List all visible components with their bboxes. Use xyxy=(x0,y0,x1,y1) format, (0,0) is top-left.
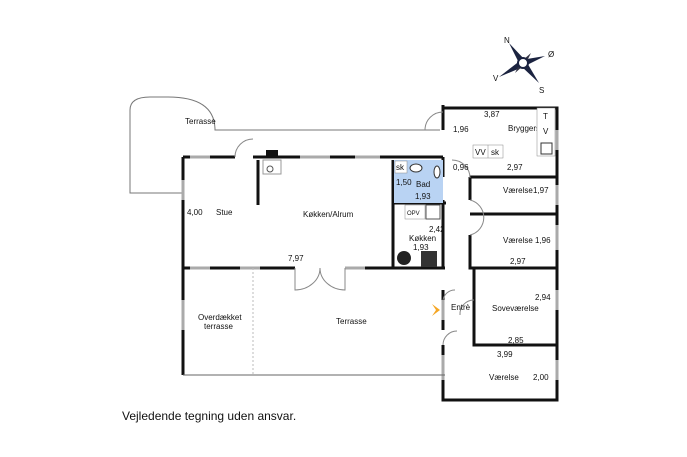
compass-icon: N Ø V S xyxy=(493,36,554,95)
bryggers-width: 3,87 xyxy=(484,110,500,119)
bryggers-sk: sk xyxy=(491,148,500,157)
doors xyxy=(234,111,485,346)
bad-sk: sk xyxy=(396,163,405,172)
hob-icon xyxy=(421,251,437,267)
fan-icon xyxy=(397,251,411,265)
sove-width: 2,85 xyxy=(508,336,524,345)
room-terrasse-top: Terrasse xyxy=(185,117,216,126)
kokken-width: 1,93 xyxy=(413,243,429,252)
room-entre: Entrè xyxy=(451,303,471,312)
compass-e: Ø xyxy=(548,50,554,59)
vaerelse2-width: 2,97 xyxy=(510,257,526,266)
room-bryggers: Bryggers xyxy=(508,124,540,133)
room-vaerelse3: Værelse xyxy=(489,373,519,382)
room-vaerelse1: Værelse xyxy=(503,186,533,195)
windows xyxy=(181,130,559,380)
bryggers-t: T xyxy=(543,112,548,121)
kitchen-sink-icon xyxy=(425,204,441,220)
room-kokken-alrum: Køkken/Alrum xyxy=(303,210,354,219)
chimney xyxy=(266,150,278,158)
toilet-icon xyxy=(433,165,441,179)
room-bad: Bad xyxy=(416,180,430,189)
kokken-height: 2,42 xyxy=(429,225,445,234)
bad-width: 1,93 xyxy=(415,192,431,201)
vaerelse3-height: 2,00 xyxy=(533,373,549,382)
room-vaerelse2: Værelse xyxy=(503,236,533,245)
room-stue: Stue xyxy=(216,208,233,217)
compass-w: V xyxy=(493,74,499,83)
kokken-opv: OPV xyxy=(407,211,420,217)
vaerelse3-width: 3,99 xyxy=(497,350,513,359)
bryggers-v: V xyxy=(543,127,549,136)
bryggers-vv: VV xyxy=(475,148,486,157)
vaerelse1-height: 1,97 xyxy=(533,186,549,195)
terrace-outline xyxy=(129,96,440,194)
room-terrasse-bottom: Terrasse xyxy=(336,317,367,326)
room-sovevaerelse: Soveværelse xyxy=(492,304,539,313)
bryggers-height: 1,96 xyxy=(453,125,469,134)
terrace-divider xyxy=(183,268,445,376)
compass-n: N xyxy=(504,36,510,45)
room-kokken: Køkken xyxy=(409,234,436,243)
vaerelse2-height: 1,96 xyxy=(535,236,551,245)
disclaimer-note: Vejledende tegning uden ansvar. xyxy=(122,409,297,423)
gang-dim: 0,96 xyxy=(453,163,469,172)
kokken-alrum-dim: 7,97 xyxy=(288,254,304,263)
entrance-arrow-icon[interactable] xyxy=(432,304,440,316)
room-overdaekket: Overdækket xyxy=(198,313,242,322)
vaerelse1-width: 2,97 xyxy=(507,163,523,172)
bad-height: 1,50 xyxy=(396,178,412,187)
stue-dim: 4,00 xyxy=(187,208,203,217)
sink-icon xyxy=(409,163,423,173)
compass-s: S xyxy=(539,86,544,95)
sove-height: 2,94 xyxy=(535,293,551,302)
room-overdaekket-2: terrasse xyxy=(204,322,233,331)
